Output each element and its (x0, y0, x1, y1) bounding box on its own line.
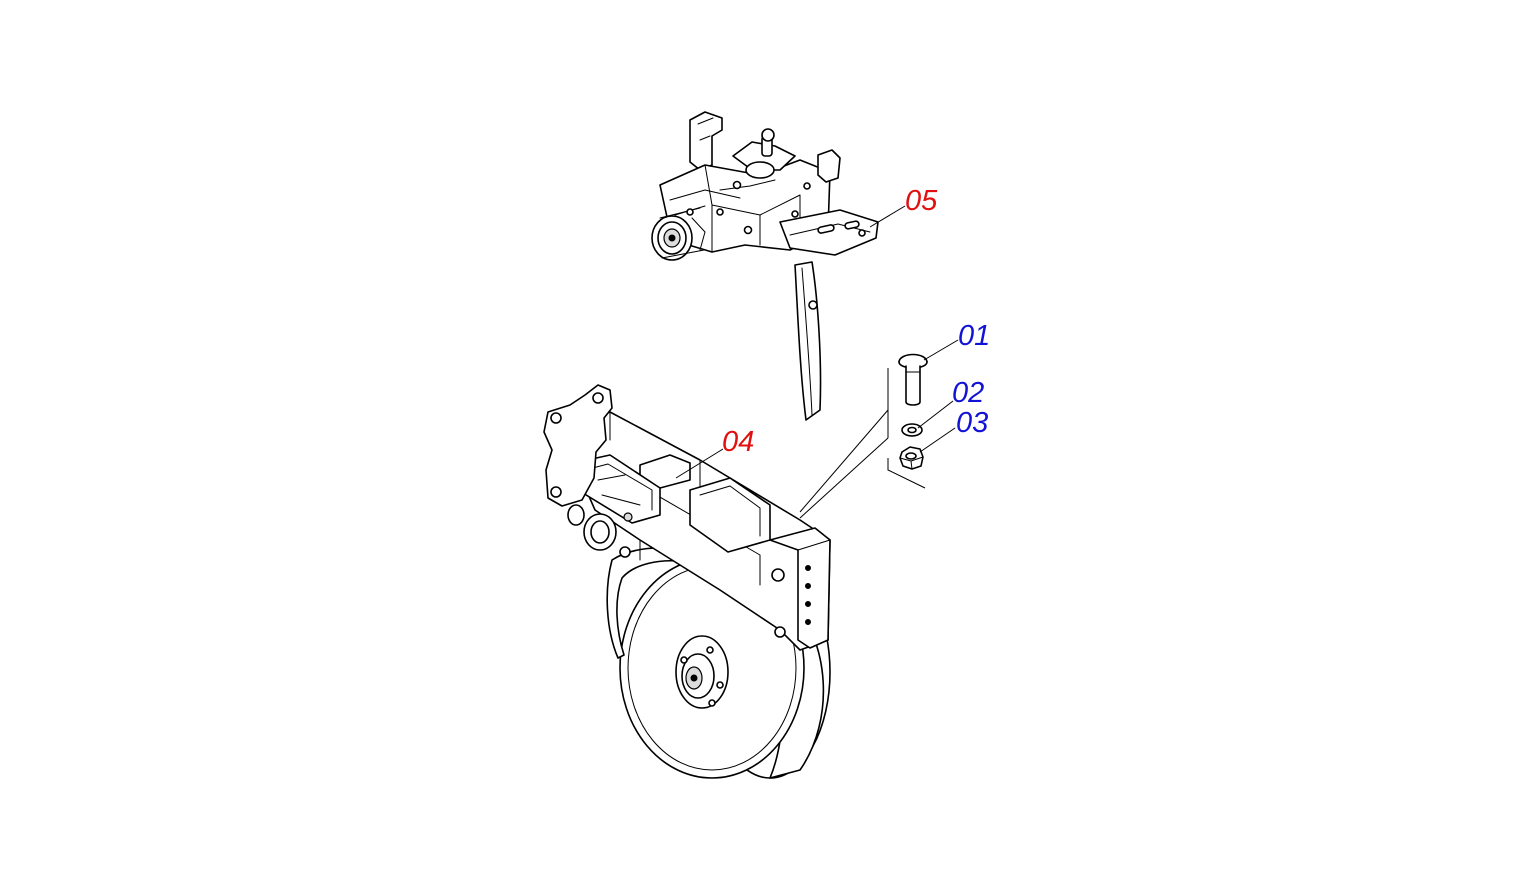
callout-04[interactable]: 04 (722, 426, 754, 458)
carriage-bolt-icon[interactable] (898, 353, 928, 406)
leader-03 (919, 427, 956, 453)
callout-01[interactable]: 01 (958, 320, 990, 352)
gauge-wheel-frame-icon[interactable] (543, 384, 831, 779)
callout-05[interactable]: 05 (905, 185, 938, 217)
leader-lines (675, 205, 959, 479)
leader-04 (675, 448, 724, 479)
leader-02 (917, 400, 954, 429)
callout-03[interactable]: 03 (956, 407, 988, 439)
callout-02[interactable]: 02 (952, 377, 984, 409)
washer-icon[interactable] (901, 423, 923, 437)
leader-01 (923, 339, 959, 361)
hardware-group-bracket (799, 368, 926, 519)
leader-05 (869, 205, 906, 228)
opener-assembly-icon[interactable] (651, 111, 879, 421)
hex-nut-icon[interactable] (899, 446, 924, 470)
